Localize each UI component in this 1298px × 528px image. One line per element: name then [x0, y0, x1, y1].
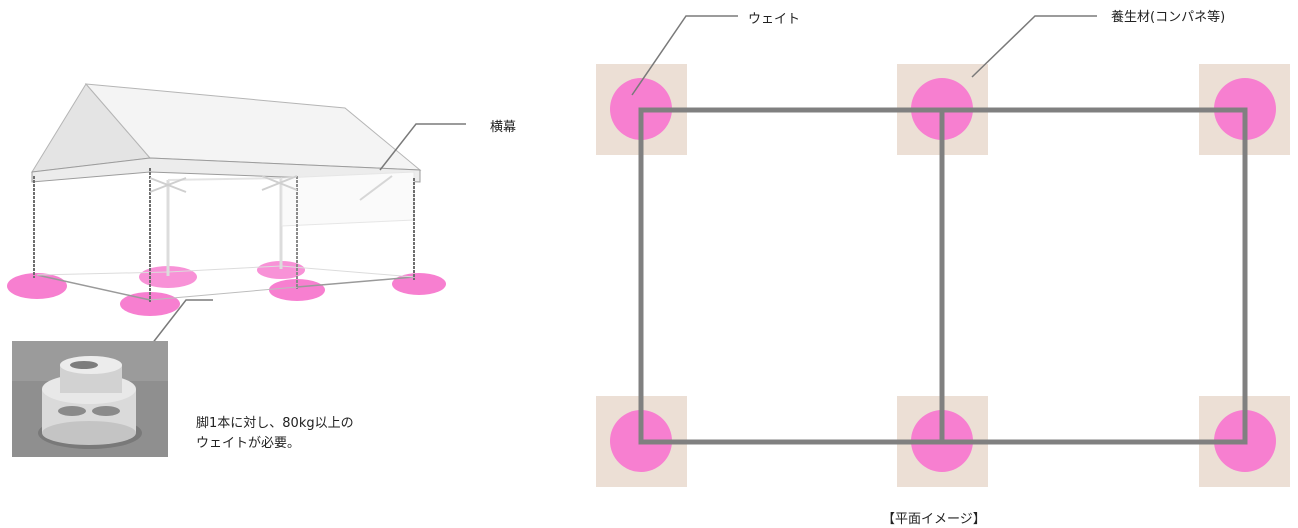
tent-weight-marker — [392, 273, 446, 295]
weight-note-line1: 脚1本に対し、80kg以上の — [196, 416, 354, 431]
concrete-weight-icon — [12, 341, 168, 457]
protection-label: 養生材(コンパネ等) — [1111, 10, 1226, 25]
tent-frame-plan — [638, 107, 1248, 445]
tent-weight-marker — [269, 279, 325, 301]
weight-note-line2: ウェイトが必要。 — [196, 436, 301, 451]
side-banner-leader — [379, 123, 466, 171]
concrete-weight-photo — [12, 341, 168, 457]
plan-caption: 【平面イメージ】 — [882, 512, 986, 527]
tent-weight-marker — [7, 273, 67, 299]
side-banner-label: 横幕 — [490, 120, 517, 135]
weight-label: ウェイト — [748, 12, 801, 27]
plan-image — [596, 64, 1290, 487]
tent-weight-marker — [120, 292, 180, 316]
tent-weight-marker — [257, 261, 305, 279]
tent-illustration — [7, 83, 446, 316]
weight-leader — [631, 15, 738, 96]
protection-leader — [971, 15, 1097, 78]
tent-weight-markers — [7, 261, 446, 316]
weight-note: 脚1本に対し、80kg以上の ウェイトが必要。 — [196, 414, 354, 454]
